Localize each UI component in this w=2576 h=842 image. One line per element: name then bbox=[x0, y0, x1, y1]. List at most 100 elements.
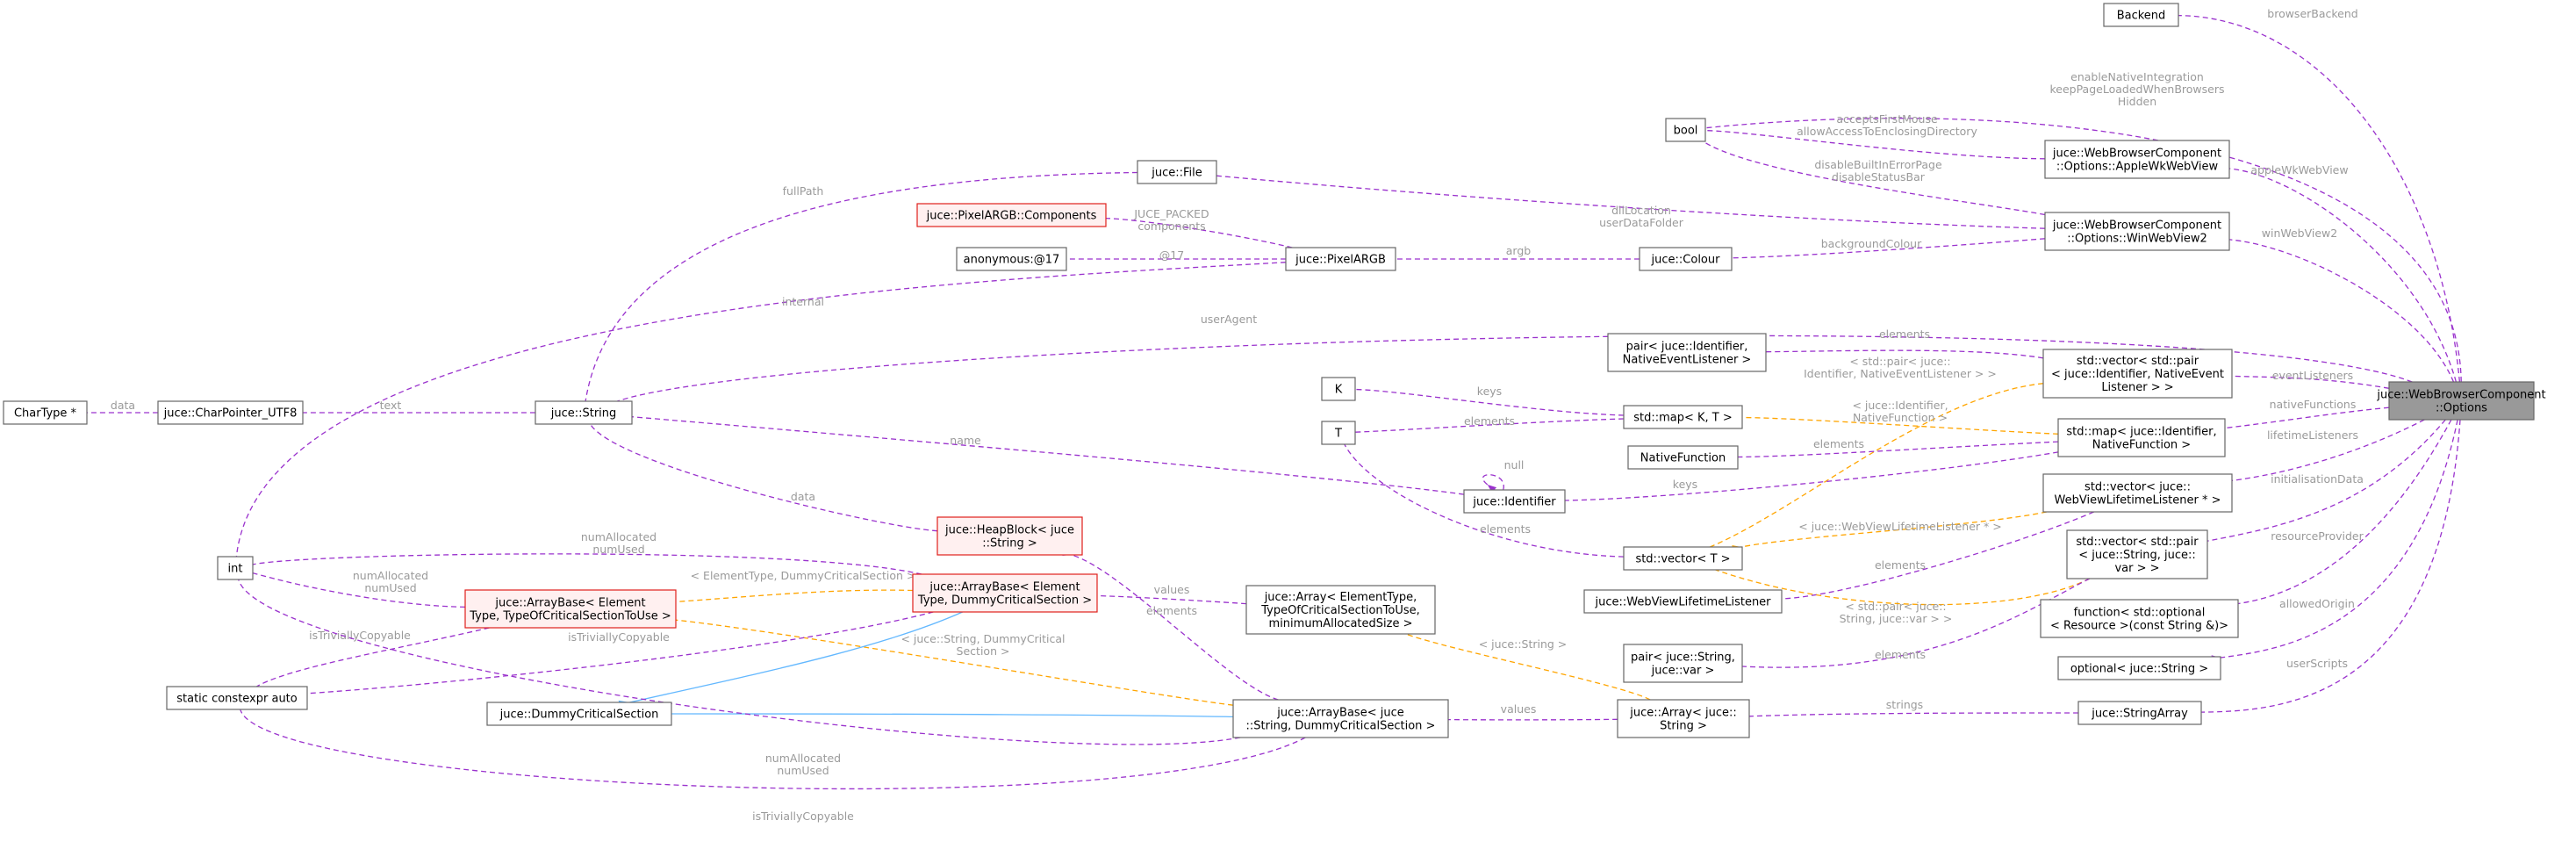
class-node-file[interactable]: juce::File bbox=[1137, 160, 1217, 184]
node-label: std::map< juce::Identifier, bbox=[2066, 426, 2216, 439]
node-label: Type, DummyCriticalSection > bbox=[917, 594, 1092, 608]
edge-mapkt-to-T: elements bbox=[1345, 414, 1625, 436]
class-node-bool[interactable]: bool bbox=[1665, 118, 1706, 142]
edge-label: < juce::Identifier, bbox=[1852, 399, 1948, 412]
class-node-int[interactable]: int bbox=[217, 556, 254, 580]
edge-label: name bbox=[950, 434, 981, 447]
edge-identifier-to-string: name bbox=[622, 412, 1465, 495]
class-node-funcopt[interactable]: function< std::optional< Resource >(cons… bbox=[2040, 599, 2239, 638]
node-box bbox=[3, 400, 88, 425]
node-label: < juce::Identifier, NativeEvent bbox=[2051, 368, 2224, 381]
edge-arraybase3-to-dummycs bbox=[660, 709, 1234, 718]
node-box bbox=[2103, 3, 2179, 27]
edge-arraybase3-to-constexpr: isTriviallyCopyable bbox=[234, 700, 1306, 823]
edge-label: elements bbox=[1146, 604, 1197, 617]
class-node-pairvar[interactable]: pair< juce::String,juce::var > bbox=[1623, 644, 1743, 683]
edge-label: elements bbox=[1879, 327, 1930, 341]
edge-label: text bbox=[380, 399, 402, 412]
node-box bbox=[916, 203, 1107, 227]
class-node-nativefn[interactable]: NativeFunction bbox=[1627, 445, 1739, 470]
edge-line bbox=[1062, 549, 1279, 701]
edge-label: userDataFolder bbox=[1599, 216, 1684, 229]
edge-label: components bbox=[1137, 219, 1205, 233]
class-node-array1[interactable]: juce::Array< ElementType,TypeOfCriticalS… bbox=[1245, 585, 1436, 635]
class-node-anon[interactable]: anonymous:@17 bbox=[956, 247, 1067, 271]
class-node-winweb[interactable]: juce::WebBrowserComponent::Options::WinW… bbox=[2044, 212, 2230, 251]
class-node-pixcomp[interactable]: juce::PixelARGB::Components bbox=[916, 203, 1107, 227]
class-node-backend[interactable]: Backend bbox=[2103, 3, 2179, 27]
edge-label: elements bbox=[1480, 522, 1531, 536]
edge-label: internal bbox=[782, 295, 824, 308]
edge-label: numUsed bbox=[777, 764, 829, 777]
class-node-chartype[interactable]: CharType * bbox=[3, 400, 88, 425]
class-node-dummycs[interactable]: juce::DummyCriticalSection bbox=[486, 702, 672, 726]
edge-line bbox=[666, 589, 914, 607]
class-node-optstr[interactable]: optional< juce::String > bbox=[2057, 656, 2221, 680]
edge-mapnf-to-nativefn: elements bbox=[1728, 437, 2059, 461]
edge-label: fullPath bbox=[783, 184, 824, 198]
edge-line bbox=[1482, 474, 1504, 493]
class-node-mapnf[interactable]: std::map< juce::Identifier,NativeFunctio… bbox=[2057, 418, 2226, 457]
class-node-arraybase1[interactable]: juce::ArrayBase< ElementType, TypeOfCrit… bbox=[464, 589, 677, 629]
edge-label: values bbox=[1501, 702, 1537, 716]
edge-line bbox=[2211, 419, 2458, 663]
edge-line bbox=[1733, 578, 2091, 670]
node-box bbox=[1607, 333, 1767, 372]
edge-label: numUsed bbox=[592, 543, 644, 556]
edge-line bbox=[2215, 407, 2390, 433]
class-node-arraystr[interactable]: juce::Array< juce::String > bbox=[1617, 699, 1750, 738]
edge-line bbox=[1396, 627, 1651, 701]
class-node-colour[interactable]: juce::Colour bbox=[1639, 247, 1733, 271]
class-node-options[interactable]: juce::WebBrowserComponent::Options bbox=[2376, 381, 2546, 421]
node-label: juce::var > bbox=[1651, 665, 1715, 678]
class-node-vect[interactable]: std::vector< T > bbox=[1623, 546, 1743, 571]
edge-label: backgroundColour bbox=[1821, 237, 1922, 250]
class-node-vecpairvar[interactable]: std::vector< std::pair< juce::String, ju… bbox=[2066, 529, 2208, 579]
edge-array1-to-arraybase2: values bbox=[1087, 583, 1247, 605]
class-node-arraybase3[interactable]: juce::ArrayBase< juce::String, DummyCrit… bbox=[1232, 699, 1449, 738]
node-box bbox=[1232, 699, 1449, 738]
class-node-applewk[interactable]: juce::WebBrowserComponent::Options::Appl… bbox=[2044, 140, 2230, 179]
edge-line bbox=[660, 709, 1234, 718]
edge-identifier-to-identifier: null bbox=[1482, 458, 1525, 493]
class-node-arraybase2[interactable]: juce::ArrayBase< ElementType, DummyCriti… bbox=[912, 573, 1098, 613]
class-node-heapblock[interactable]: juce::HeapBlock< juce::String > bbox=[936, 516, 1083, 556]
node-label: ::Options::WinWebView2 bbox=[2067, 233, 2207, 246]
node-label: WebViewLifetimeListener * > bbox=[2055, 494, 2221, 507]
node-box bbox=[2044, 212, 2230, 251]
edge-line bbox=[2192, 419, 2461, 716]
edge-options-to-mapnf: nativeFunctions bbox=[2215, 398, 2390, 433]
class-node-vecpairnel[interactable]: std::vector< std::pair< juce::Identifier… bbox=[2042, 349, 2233, 399]
edge-line bbox=[2169, 11, 2461, 383]
node-label: int bbox=[228, 563, 243, 576]
edge-label: allowAccessToEnclosingDirectory bbox=[1797, 125, 1977, 138]
node-label: NativeEventListener > bbox=[1623, 354, 1752, 367]
edge-label: dllLocation bbox=[1611, 204, 1671, 217]
node-label: ::Options::AppleWkWebView bbox=[2056, 161, 2219, 174]
edge-label: @17 bbox=[1159, 248, 1184, 262]
edge-line bbox=[1722, 238, 2046, 263]
class-node-vecwll[interactable]: std::vector< juce::WebViewLifetimeListen… bbox=[2042, 473, 2233, 513]
node-label: juce::File bbox=[1151, 167, 1202, 180]
edge-line bbox=[243, 567, 466, 608]
edge-mapnf-to-identifier: keys bbox=[1555, 451, 2059, 505]
node-label: String > bbox=[1660, 720, 1707, 733]
edge-label: null bbox=[1504, 458, 1525, 471]
class-node-string[interactable]: juce::String bbox=[535, 400, 633, 425]
edge-pixargb-to-int: internal bbox=[232, 262, 1287, 566]
edge-line bbox=[1087, 592, 1247, 605]
edge-line bbox=[1696, 126, 2046, 160]
class-node-charptr[interactable]: juce::CharPointer_UTF8 bbox=[157, 400, 304, 425]
node-box bbox=[157, 400, 304, 425]
class-node-pairnel[interactable]: pair< juce::Identifier,NativeEventListen… bbox=[1607, 333, 1767, 372]
class-node-webviewll[interactable]: juce::WebViewLifetimeListener bbox=[1583, 589, 1783, 614]
class-node-K[interactable]: K bbox=[1321, 377, 1356, 401]
class-node-pixargb[interactable]: juce::PixelARGB bbox=[1285, 247, 1396, 271]
class-node-identifier[interactable]: juce::Identifier bbox=[1463, 489, 1566, 514]
class-node-stringarray[interactable]: juce::StringArray bbox=[2077, 701, 2202, 725]
node-box bbox=[912, 573, 1098, 613]
class-node-T[interactable]: T bbox=[1321, 421, 1356, 445]
class-node-mapkt[interactable]: std::map< K, T > bbox=[1623, 405, 1743, 429]
class-node-constexpr[interactable]: static constexpr auto bbox=[166, 686, 308, 710]
